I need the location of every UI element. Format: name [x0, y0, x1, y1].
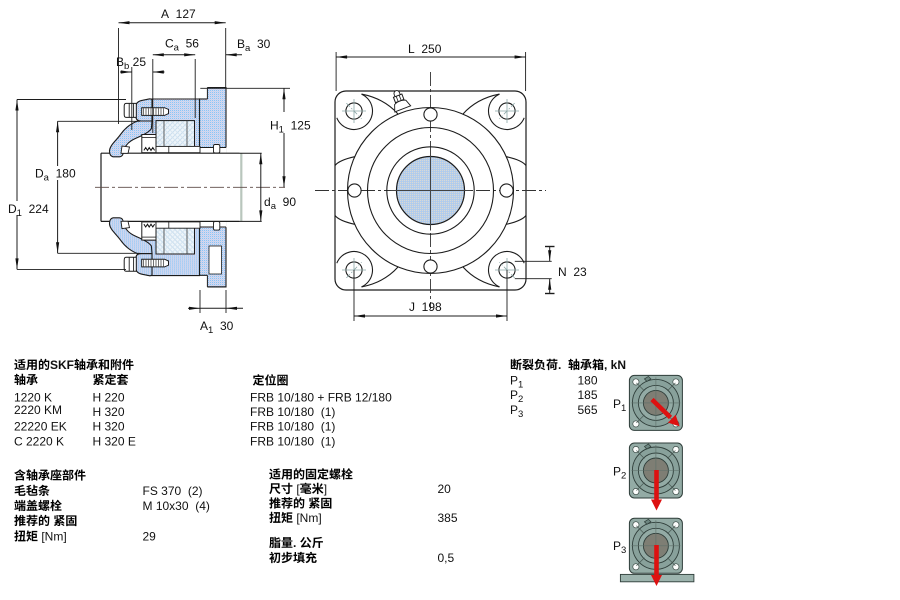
svg-text:180: 180: [578, 374, 598, 388]
svg-text:SKF: SKF: [50, 358, 74, 372]
svg-text:.: .: [558, 358, 568, 372]
svg-text:A1 30: A1 30: [200, 319, 234, 336]
svg-text:H 320: H 320: [93, 405, 125, 419]
svg-text:N 23: N 23: [558, 265, 587, 279]
svg-text:P1: P1: [613, 397, 626, 414]
svg-text:385: 385: [438, 511, 458, 525]
svg-text:P2: P2: [613, 465, 626, 482]
svg-text:]: ]: [324, 482, 327, 496]
svg-text:[: [: [293, 482, 300, 496]
svg-text:.: .: [293, 536, 300, 550]
svg-text:da 90: da 90: [264, 195, 296, 212]
svg-text:0,5: 0,5: [438, 551, 455, 565]
svg-text:P3: P3: [613, 539, 626, 556]
svg-text:A 127: A 127: [161, 7, 196, 21]
svg-text:H 320 E: H 320 E: [93, 435, 136, 449]
svg-text:H 320: H 320: [93, 420, 125, 434]
svg-text:FRB 10/180 (1): FRB 10/180 (1): [250, 405, 335, 419]
svg-text:185: 185: [578, 388, 598, 402]
svg-text:L 250: L 250: [408, 42, 442, 56]
svg-text:[Nm]: [Nm]: [293, 511, 322, 525]
svg-text:P3: P3: [510, 403, 523, 420]
svg-text:FRB 10/180 (1): FRB 10/180 (1): [250, 420, 335, 434]
svg-text:2220 KM: 2220 KM: [14, 403, 62, 417]
svg-text:29: 29: [143, 530, 157, 544]
svg-text:FRB 10/180 + FRB 12/180: FRB 10/180 + FRB 12/180: [250, 391, 392, 405]
svg-text:[Nm]: [Nm]: [38, 530, 67, 544]
svg-text:H 220: H 220: [93, 391, 125, 405]
svg-text:, kN: , kN: [604, 358, 626, 372]
svg-text:Ca 56: Ca 56: [165, 37, 199, 54]
svg-text:FRB 10/180 (1): FRB 10/180 (1): [250, 435, 335, 449]
svg-text:565: 565: [578, 403, 598, 417]
svg-text:1220 K: 1220 K: [14, 391, 52, 405]
svg-text:J 198: J 198: [409, 300, 442, 314]
svg-text:22220 EK: 22220 EK: [14, 420, 67, 434]
svg-text:20: 20: [438, 482, 452, 496]
svg-text:Bb 25: Bb 25: [116, 55, 146, 72]
svg-text:FS 370 (2): FS 370 (2): [143, 484, 203, 498]
svg-text:M 10x30 (4): M 10x30 (4): [143, 499, 210, 513]
svg-text:H1 125: H1 125: [270, 119, 311, 136]
svg-text:Ba 30: Ba 30: [237, 37, 271, 54]
svg-text:D1 224: D1 224: [8, 202, 49, 219]
svg-text:C 2220 K: C 2220 K: [14, 435, 64, 449]
svg-text:Da 180: Da 180: [35, 167, 76, 184]
